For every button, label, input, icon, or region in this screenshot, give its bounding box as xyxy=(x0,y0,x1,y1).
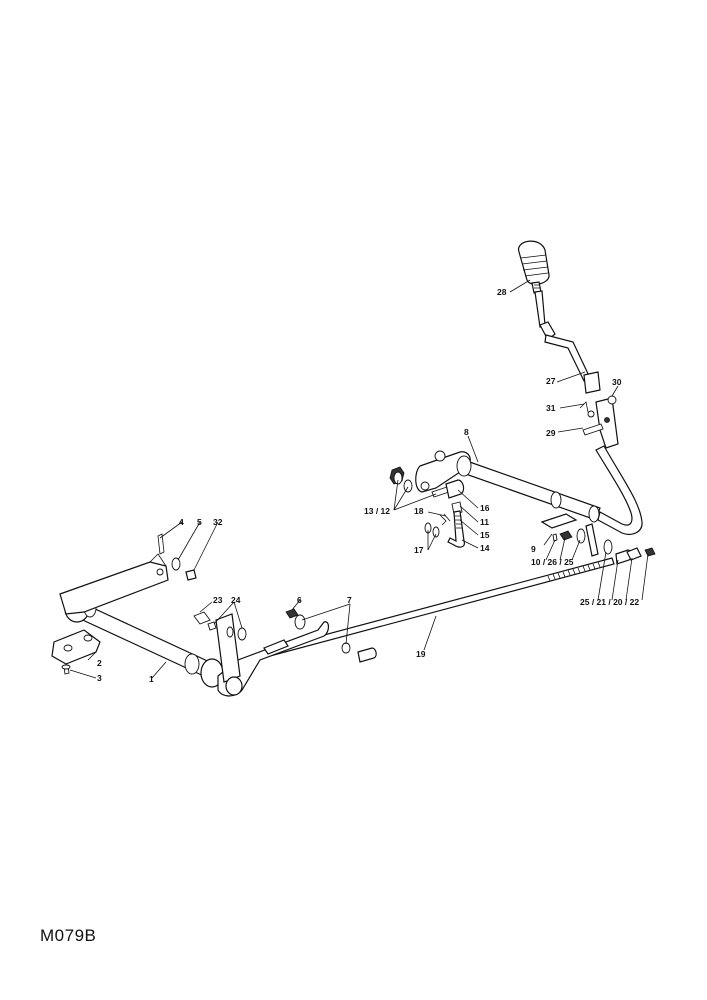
pedal-arm xyxy=(215,613,330,697)
callout-18: 18 xyxy=(414,506,424,516)
callout-9: 9 xyxy=(531,544,536,554)
callout-14: 14 xyxy=(480,543,490,553)
callout-31: 31 xyxy=(546,403,556,413)
gear-knob xyxy=(518,240,550,294)
callout-25-21-20-22: 25 / 21 / 20 / 22 xyxy=(580,597,639,607)
callout-labels: 28 27 30 31 29 8 13 / 12 16 18 11 15 17 … xyxy=(97,287,639,684)
shaft-bracket xyxy=(540,513,599,557)
callout-4: 4 xyxy=(179,517,184,527)
callout-24: 24 xyxy=(231,595,241,605)
cross-shaft xyxy=(415,450,601,523)
callout-2: 2 xyxy=(97,658,102,668)
callout-13-12: 13 / 12 xyxy=(364,506,390,516)
leader-lines xyxy=(69,279,649,679)
callout-10-26-25: 10 / 26 / 25 xyxy=(531,557,574,567)
callout-1: 1 xyxy=(149,674,154,684)
callout-8: 8 xyxy=(464,427,469,437)
callout-32: 32 xyxy=(213,517,223,527)
rod-end-hardware xyxy=(603,539,656,565)
callout-11: 11 xyxy=(480,517,489,527)
control-rod xyxy=(267,557,615,657)
pivot-arm-hardware xyxy=(157,533,197,581)
gear-lever-rod xyxy=(534,290,601,394)
lever-shaft xyxy=(595,445,643,535)
callout-27: 27 xyxy=(546,376,556,386)
diagram-code: M079B xyxy=(40,926,97,945)
callout-6: 6 xyxy=(297,595,302,605)
front-bracket xyxy=(51,629,101,675)
callout-30: 30 xyxy=(612,377,622,387)
callout-29: 29 xyxy=(546,428,556,438)
front-shaft xyxy=(59,553,224,688)
callout-17: 17 xyxy=(414,545,424,555)
callout-3: 3 xyxy=(97,673,102,683)
callout-23: 23 xyxy=(213,595,223,605)
callout-28: 28 xyxy=(497,287,507,297)
callout-5: 5 xyxy=(197,517,202,527)
callout-16: 16 xyxy=(480,503,490,513)
pedal-arm-hardware xyxy=(193,608,377,663)
lever-clevis xyxy=(579,395,619,449)
callout-19: 19 xyxy=(416,649,426,659)
callout-15: 15 xyxy=(480,530,490,540)
callout-7: 7 xyxy=(347,595,352,605)
